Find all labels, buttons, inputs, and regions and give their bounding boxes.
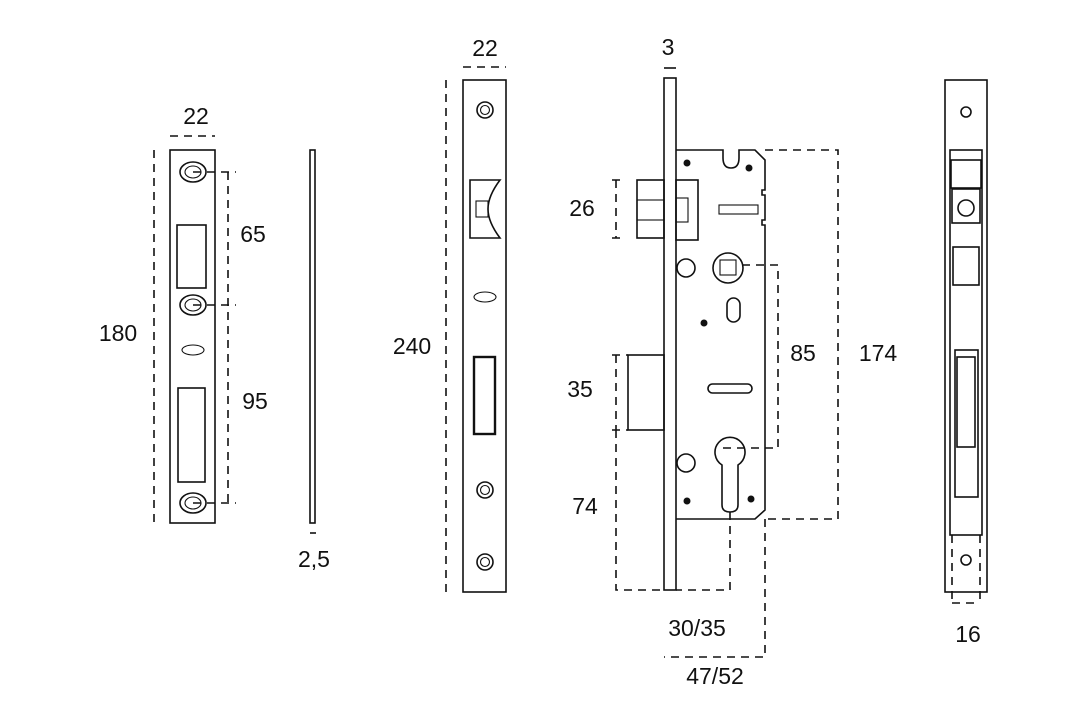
strike-plate: 22 65 95 180 — [99, 103, 268, 524]
strike-width-label: 22 — [183, 103, 209, 129]
screw-slot-icon — [179, 161, 207, 514]
thin-plate: 2,5 — [298, 149, 330, 572]
body-height-label: 174 — [859, 340, 898, 366]
backset-label: 30/35 — [668, 615, 726, 641]
faceplate-height-label: 240 — [393, 333, 431, 359]
deadbolt-height-label: 35 — [567, 376, 593, 402]
center-distance-label: 85 — [790, 340, 816, 366]
upper-spacing-label: 65 — [240, 221, 266, 247]
body-depth-label: 47/52 — [686, 663, 744, 689]
latch-height-label: 26 — [569, 195, 595, 221]
faceplate-width-label: 22 — [472, 35, 498, 61]
lock-body: 3 26 35 74 85 174 30/35 47/52 — [567, 34, 897, 689]
bottom-distance-label: 74 — [572, 493, 598, 519]
faceplate: 22 240 — [393, 35, 507, 593]
lower-spacing-label: 95 — [242, 388, 268, 414]
screw-icon — [683, 159, 755, 505]
side-width-label: 16 — [955, 621, 981, 647]
brand-logo — [473, 291, 497, 303]
faceplate-thickness-label: 3 — [662, 34, 675, 60]
brand-logo — [181, 344, 205, 356]
strike-height-label: 180 — [99, 320, 137, 346]
thin-plate-thickness-label: 2,5 — [298, 546, 330, 572]
side-view: 16 — [944, 79, 988, 647]
